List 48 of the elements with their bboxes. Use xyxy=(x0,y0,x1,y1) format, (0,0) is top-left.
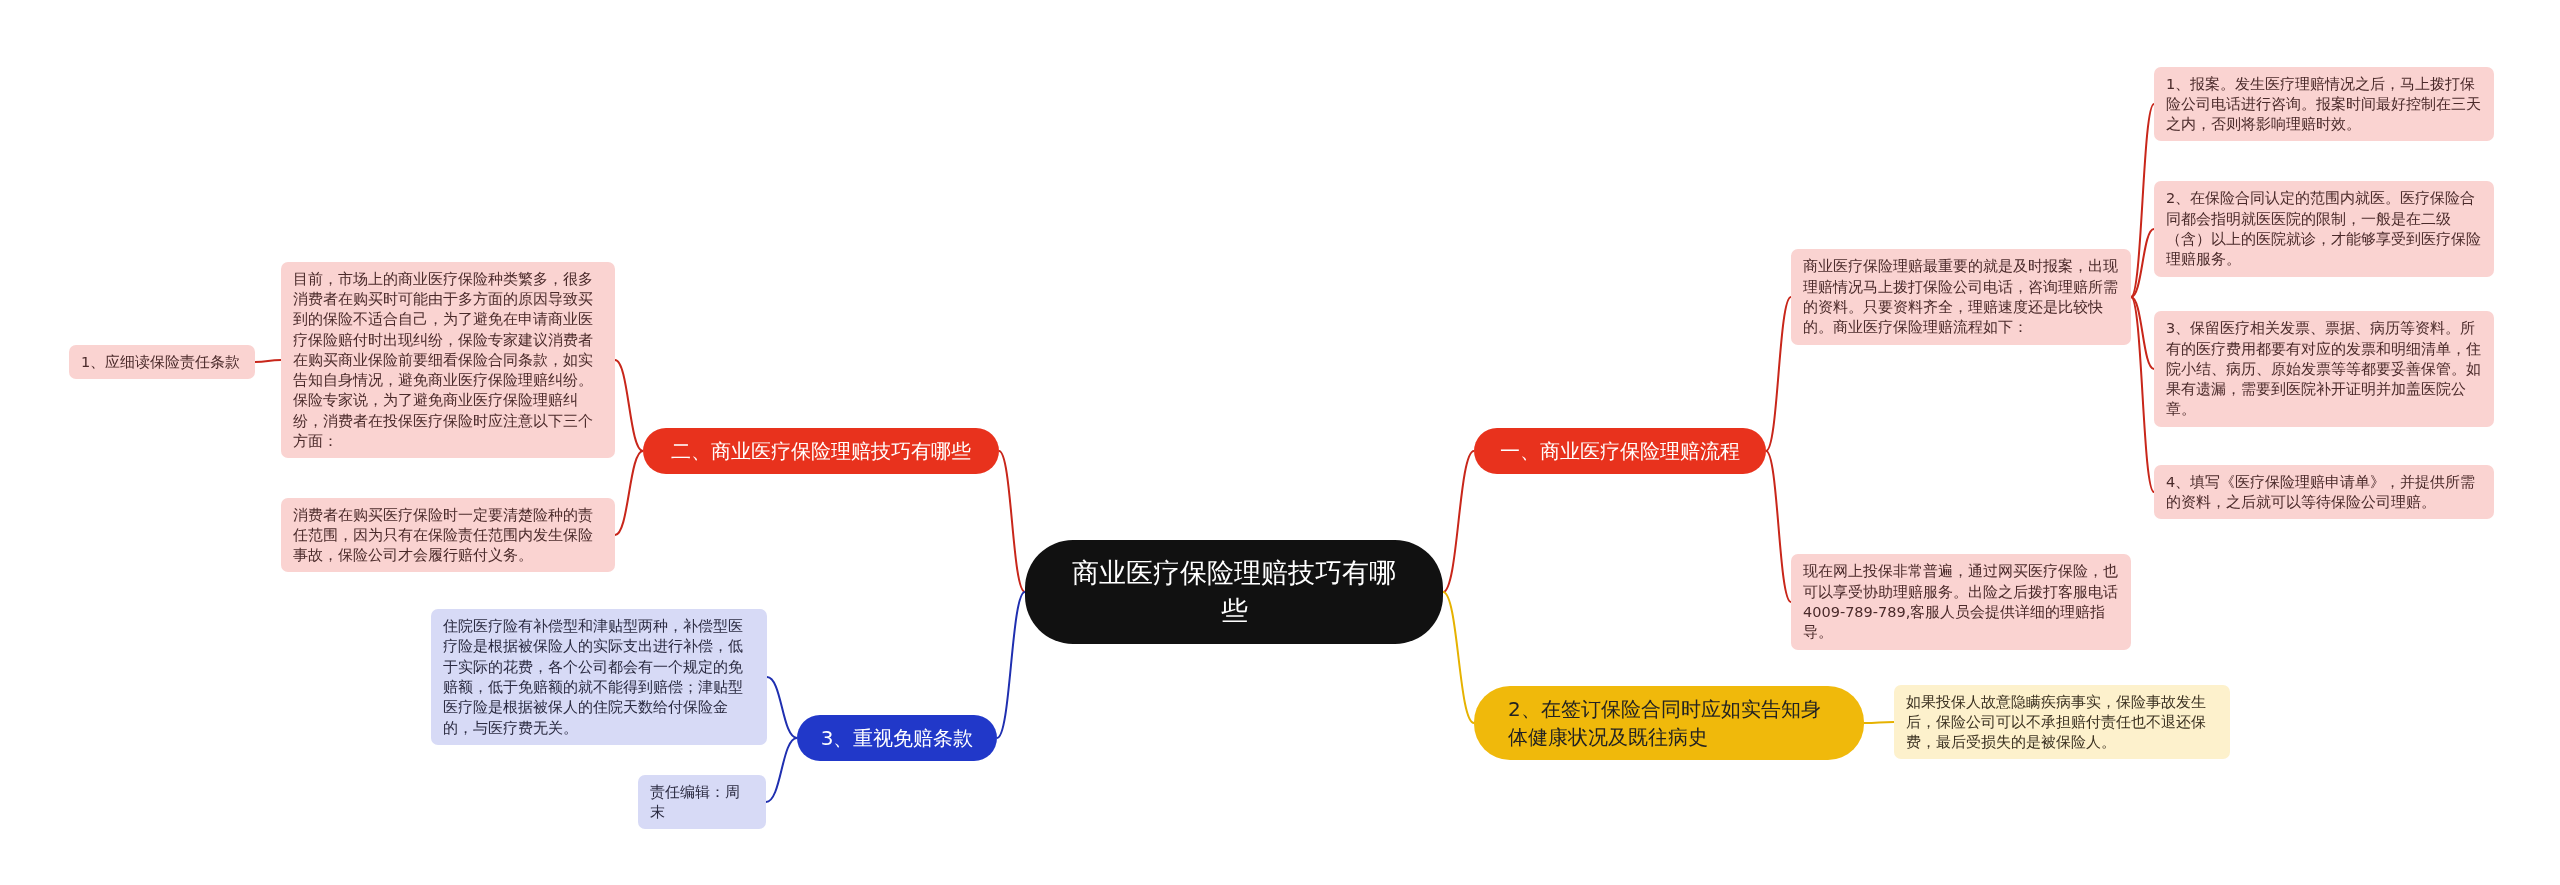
note-card xyxy=(1791,554,2131,650)
connector-line xyxy=(2130,296,2155,493)
branch-topic xyxy=(797,715,997,761)
note-card xyxy=(2154,464,2494,520)
connector-line xyxy=(2130,103,2155,298)
note-card xyxy=(281,497,615,573)
connector-line xyxy=(2130,228,2155,298)
node-text: 现在网上投保非常普遍，通过网买医疗保险，也可以享受协助理赔服务。出险之后拨打客服电话4009-789-789,客服人员会提供详细的理赔指导。 xyxy=(1803,562,2119,643)
note-card xyxy=(2154,181,2494,277)
note-card xyxy=(2154,311,2494,427)
node-text: 目前，市场上的商业医疗保险种类繁多，很多消费者在购买时可能由于多方面的原因导致买到的保险不适合自己，为了避免在申请商业医疗保险赔付时出现纠纷，保险专家建议消费者在购买商业保险前要细看保险合同条款，如实告知自身情况，避免商业医疗保险理赔纠纷。保险专家说，为了避免商业医疗保险理赔纠纷，消费者在投保医疗保险时应注意以下三个方面： xyxy=(293,269,594,452)
branch-topic xyxy=(643,428,999,474)
note-card xyxy=(281,261,615,459)
node-text: 2、在签订保险合同时应如实告知身体健康状况及既往病史 xyxy=(1508,696,1822,751)
node-text: 商业医疗保险理赔技巧有哪些 xyxy=(1071,556,1397,628)
connector-line xyxy=(1442,591,1475,724)
connector-line xyxy=(1863,721,1895,724)
connector-line xyxy=(1765,296,1792,452)
connector-line xyxy=(2130,296,2155,370)
connector-line xyxy=(1765,450,1792,603)
connector-line xyxy=(614,450,644,536)
node-text: 商业医疗保险理赔最重要的就是及时报案，出现理赔情况马上拨打保险公司电话，咨询理赔所需的资料。只要资料齐全，理赔速度还是比较快的。商业医疗保险理赔流程如下： xyxy=(1803,257,2119,338)
connector-line xyxy=(765,737,798,803)
node-text: 消费者在购买医疗保险时一定要清楚险种的责任范围，因为只有在保险责任范围内发生保险事故，保险公司才会履行赔付义务。 xyxy=(293,505,594,566)
node-text: 住院医疗险有补偿型和津贴型两种，补偿型医疗险是根据被保险人的实际支出进行补偿，低于实际的花费，各个公司都会有一个规定的免赔额，低于免赔额的就不能得到赔偿；津贴型医疗险是根据被保人的住院天数给付保险金的，与医疗费无关。 xyxy=(443,617,744,738)
node-text: 二、商业医疗保险理赔技巧有哪些 xyxy=(670,438,972,465)
node-text: 1、应细读保险责任条款 xyxy=(81,352,242,372)
connector-line xyxy=(1442,450,1475,593)
branch-topic xyxy=(1474,428,1766,474)
connector-line xyxy=(254,359,282,363)
node-text: 3、保留医疗相关发票、票据、病历等资料。所有的医疗费用都要有对应的发票和明细清单，住院小结、病历、原始发票等等都要妥善保管。如果有遗漏，需要到医院补开证明并加盖医院公章。 xyxy=(2166,319,2482,420)
node-text: 4、填写《医疗保险理赔申请单》，并提供所需的资料，之后就可以等待保险公司理赔。 xyxy=(2166,472,2477,512)
node-text: 2、在保险合同认定的范围内就医。医疗保险合同都会指明就医医院的限制，一般是在二级（含）以上的医院就诊，才能够享受到医疗保险理赔服务。 xyxy=(2166,189,2482,270)
connector-line xyxy=(766,676,798,739)
note-card xyxy=(1791,249,2131,345)
connector-line xyxy=(614,359,644,452)
note-card xyxy=(69,344,255,380)
node-text: 1、报案。发生医疗理赔情况之后，马上拨打保险公司电话进行咨询。报案时间最好控制在三天之内，否则将影响理赔时效。 xyxy=(2166,74,2482,135)
note-card xyxy=(638,774,766,830)
connector-line xyxy=(998,450,1026,593)
connector-line xyxy=(996,591,1026,739)
node-text: 3、重视免赔条款 xyxy=(819,725,975,752)
note-card xyxy=(431,609,767,745)
node-text: 如果投保人故意隐瞒疾病事实，保险事故发生后，保险公司可以不承担赔付责任也不退还保费，最后受损失的是被保险人。 xyxy=(1906,692,2207,753)
note-card xyxy=(1894,684,2230,760)
node-text: 责任编辑：周末 xyxy=(650,782,741,822)
node-text: 一、商业医疗保险理赔流程 xyxy=(1499,438,1741,465)
note-card xyxy=(2154,66,2494,142)
